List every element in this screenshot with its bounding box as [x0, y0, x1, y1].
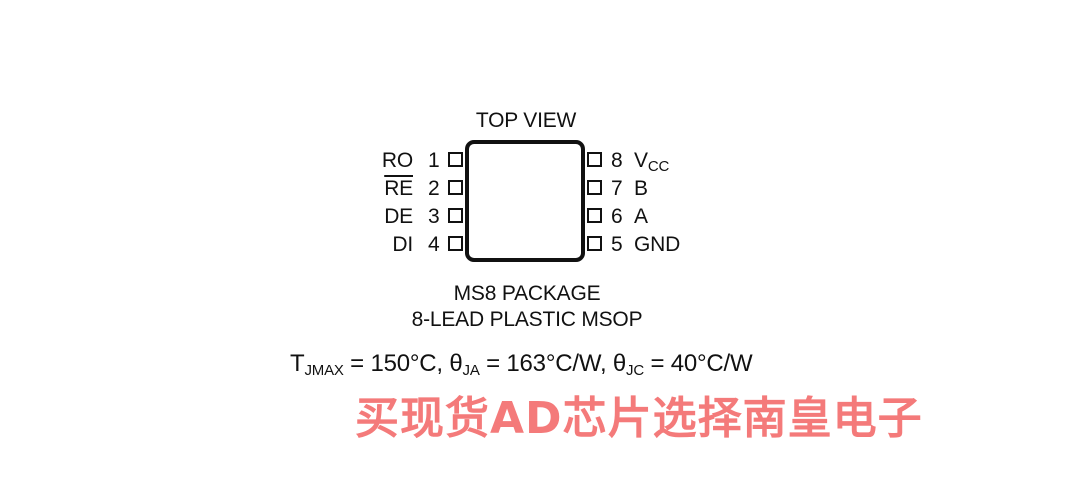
theta-jc-subscript: JC [626, 362, 644, 379]
pin-8-pad [587, 152, 602, 167]
pin-2-number: 2 [428, 177, 440, 200]
pin-8-name-main: V [634, 149, 648, 172]
pin-5-pad [587, 236, 602, 251]
theta-ja-subscript: JA [462, 362, 480, 379]
tjmax-subscript: JMAX [304, 362, 344, 379]
pin-1-pad [448, 152, 463, 167]
pin-3-name: DE [384, 205, 413, 228]
pin-1-number: 1 [428, 149, 440, 172]
pin-5-number: 5 [611, 233, 623, 256]
pin-7-pad [587, 180, 602, 195]
pin-8-name-subscript: CC [647, 158, 670, 175]
tjmax-value: = 150°C, [343, 350, 450, 377]
pin-7-number: 7 [611, 177, 623, 200]
pin-4-number: 4 [428, 233, 440, 256]
theta-jc-symbol: θ [612, 350, 627, 377]
pin-3-pad [448, 208, 463, 223]
pin-6-number: 6 [611, 205, 623, 228]
top-view-title: TOP VIEW [475, 109, 577, 132]
theta-ja-symbol: θ [449, 350, 463, 377]
pin-7-name: B [634, 177, 648, 200]
pin-8-name: VCC [634, 150, 669, 174]
pin-8-number: 8 [611, 149, 623, 172]
pin-6-pad [587, 208, 602, 223]
pin-2-name: RE [384, 177, 413, 200]
theta-jc-value: = 40°C/W [643, 350, 753, 377]
pin-4-pad [448, 236, 463, 251]
tjmax-symbol: T [290, 350, 305, 377]
theta-ja-value: = 163°C/W, [479, 350, 613, 377]
pin-2-pad [448, 180, 463, 195]
package-description: 8-LEAD PLASTIC MSOP [411, 308, 643, 331]
watermark-text: 买现货AD芯片选择南皇电子 [355, 393, 923, 444]
pin-6-name: A [634, 205, 648, 228]
pin-1-name: RO [381, 149, 413, 172]
chip-package-body [465, 140, 585, 262]
package-name: MS8 PACKAGE [453, 282, 601, 305]
pin-3-number: 3 [428, 205, 440, 228]
pin-5-name: GND [634, 233, 681, 256]
thermal-specs: TJMAX = 150°C, θJA = 163°C/W, θJC = 40°C… [290, 350, 753, 379]
pin-4-name: DI [392, 233, 413, 256]
